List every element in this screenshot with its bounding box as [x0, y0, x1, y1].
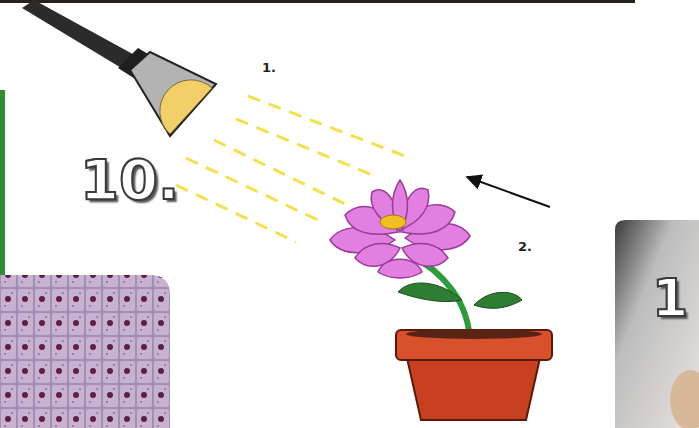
lamp [22, 0, 216, 136]
callout-number: 1. [262, 61, 276, 74]
top-strip [0, 0, 635, 3]
flower-pot [396, 329, 552, 420]
flower [330, 180, 522, 345]
light-rays [176, 96, 405, 242]
direction-arrow [467, 177, 550, 207]
photo-fragment [615, 220, 699, 428]
callout-number: 2. [518, 240, 532, 253]
callout-number: 10. [80, 152, 179, 208]
cell-micrograph [0, 275, 170, 428]
side-strip [0, 90, 5, 280]
callout-number: 1 [652, 272, 688, 324]
